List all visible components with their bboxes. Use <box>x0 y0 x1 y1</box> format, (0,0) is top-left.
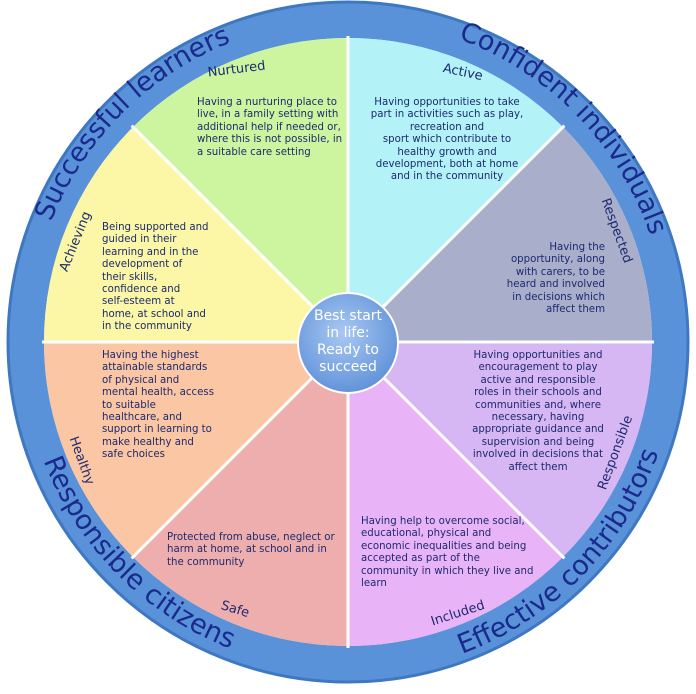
segment-text-nurtured: Having a nurturing place to live, in a f… <box>197 97 343 158</box>
segment-text-active: Having opportunities to take part in act… <box>370 97 524 183</box>
segment-text-safe: Protected from abuse, neglect or harm at… <box>167 532 335 568</box>
segment-label-nurtured: Nurtured <box>207 59 266 81</box>
segment-nurtured <box>133 38 348 342</box>
center-circle <box>297 292 399 394</box>
segment-safe <box>133 342 348 646</box>
segment-divider <box>346 124 566 344</box>
segment-divider <box>130 124 350 344</box>
segment-achieving <box>44 127 348 342</box>
segment-text-responsible: Having opportunities and encouragement t… <box>472 350 604 473</box>
segment-healthy <box>44 342 348 557</box>
segment-responsible <box>348 342 652 557</box>
segment-text-healthy: Having the highest attainable standards … <box>102 350 215 461</box>
segments-group <box>44 38 652 646</box>
center-text: Best start in life: Ready to succeed <box>313 308 383 375</box>
dividers-group <box>42 36 654 648</box>
segment-text-respected: Having the opportunity, along with carer… <box>506 242 605 316</box>
segment-text-achieving: Being supported and guided in their lear… <box>102 222 209 333</box>
segment-respected <box>348 127 652 342</box>
segment-text-included: Having help to overcome social, educatio… <box>361 516 534 590</box>
segment-included <box>348 342 563 646</box>
segment-active <box>348 38 563 342</box>
